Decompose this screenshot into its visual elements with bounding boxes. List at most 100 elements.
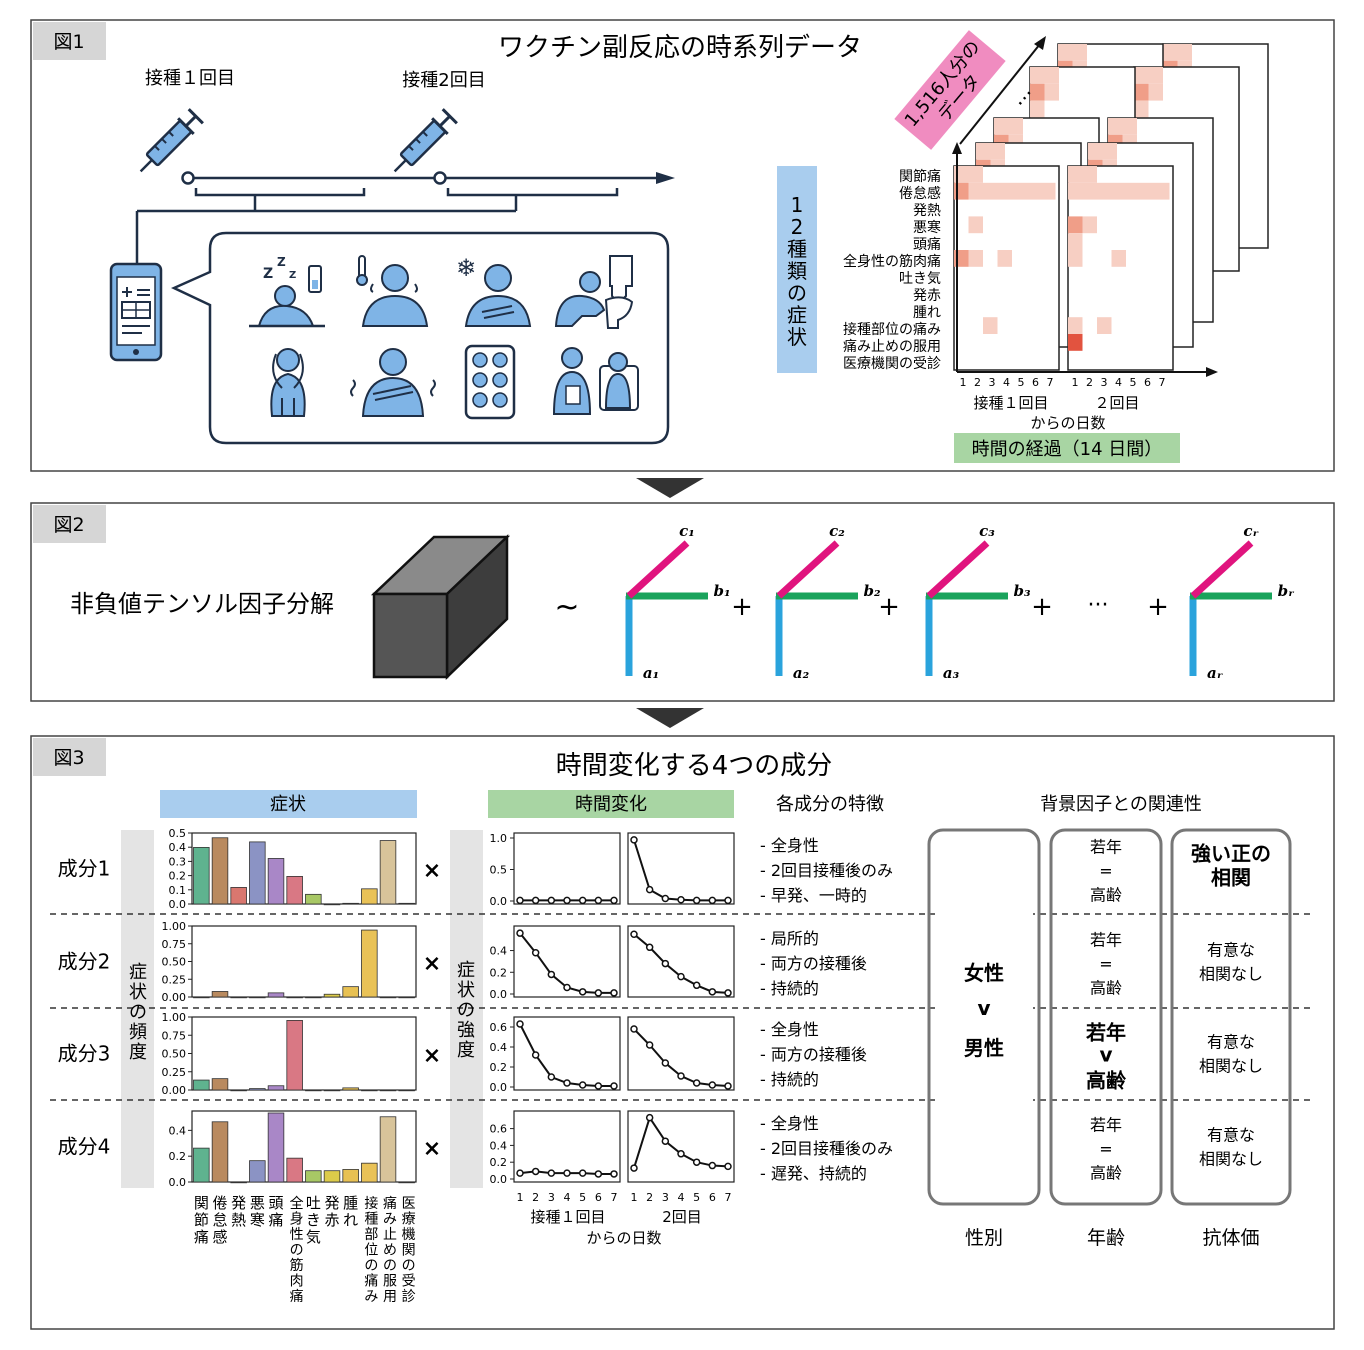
- component-feature: - 全身性: [760, 836, 819, 855]
- time-y-tick: 0.2: [490, 1061, 508, 1074]
- age-column-box: [1049, 828, 1163, 1206]
- symptom-bar-label-char: 筋: [290, 1257, 304, 1274]
- approx-symbol: ~: [554, 590, 579, 625]
- fatigue-icon: Z Z Z: [249, 255, 325, 328]
- time-series-point: [661, 1059, 670, 1067]
- time-x-label-dose1: 接種１回目: [530, 1208, 605, 1226]
- heatmap-cell: [1068, 216, 1083, 234]
- heatmap-cell: [1058, 44, 1073, 61]
- heatmap-panel-dose2-front: [1067, 165, 1174, 371]
- factor-b-label: b₁: [713, 582, 730, 600]
- time-series-point: [610, 896, 618, 905]
- factor-c-vector: [776, 540, 840, 599]
- antibody-relation: 相関なし: [1199, 1150, 1263, 1169]
- ellipsis-symbol: ···: [1088, 593, 1109, 618]
- heatmap-day-tick: 2: [974, 376, 981, 389]
- time-day-tick: 3: [548, 1191, 555, 1204]
- heatmap-cell: [1108, 118, 1123, 135]
- time-panel-frame-dose1: [513, 832, 621, 905]
- time-series-point: [516, 896, 524, 905]
- factor-c-label: c₂: [829, 522, 845, 540]
- figure-1-tag: 図1: [53, 31, 84, 53]
- dose-2-label: 接種2回目: [402, 70, 485, 91]
- antibody-relation: 有意な: [1207, 1033, 1255, 1052]
- time-x-label-days: からの日数: [586, 1229, 661, 1247]
- factor-b-label: b₃: [1013, 582, 1030, 600]
- symptom-bar: [267, 992, 285, 998]
- symptom-bar: [379, 840, 397, 905]
- heatmap-day-tick: 1: [1072, 376, 1079, 389]
- intensity-axis-label-char: の: [457, 1000, 475, 1021]
- time-series-point: [547, 1073, 556, 1081]
- heatmap-x-label-days: からの日数: [1030, 414, 1105, 432]
- factor-a-label: aᵣ: [1207, 664, 1224, 682]
- heatmap-cell: [1008, 118, 1023, 135]
- symptom-bar-label-char: 機: [402, 1227, 416, 1243]
- time-series-point: [610, 989, 618, 997]
- time-series-point: [708, 1081, 717, 1089]
- component-row: 成分4×0.40.20.00.60.40.20.0- 全身性- 2回目接種後のみ…: [58, 1110, 1263, 1189]
- heatmap-cell: [994, 118, 1009, 135]
- time-series-point: [563, 1079, 571, 1087]
- symptom-bar-label-char: 寒: [250, 1211, 265, 1229]
- body-ache-icon: [350, 348, 436, 417]
- heatmap-y-axis-arrowhead: [952, 142, 962, 154]
- intensity-axis-label-char: 症: [457, 960, 475, 981]
- age-top: 若年: [1085, 1021, 1126, 1045]
- figure-3-tag: 図3: [53, 747, 84, 769]
- component-feature: - 早発、一時的: [760, 886, 867, 905]
- time-series-point: [692, 1158, 701, 1166]
- symptom-bar: [211, 1078, 229, 1091]
- bar-y-tick: 0.4: [169, 841, 187, 854]
- components: 成分1×0.50.40.30.20.10.01.00.50.0- 全身性- 2回…: [58, 827, 1271, 1189]
- time-series-point: [677, 1150, 685, 1158]
- times-symbol: ×: [423, 859, 441, 884]
- heatmap-cell: [1102, 143, 1117, 160]
- bar-y-tick: 0.2: [169, 1150, 187, 1163]
- plus-symbol: +: [878, 592, 900, 622]
- heatmap-day-tick: 4: [1003, 376, 1010, 389]
- symptom-bar: [361, 888, 378, 905]
- time-series-point: [692, 896, 701, 905]
- heatmap-cell: [990, 143, 1005, 160]
- symptom-bar-label-char: 肉: [290, 1274, 304, 1290]
- heatmap-cell: [1068, 166, 1083, 183]
- tensor-cube: [370, 534, 511, 680]
- symptom-bar: [398, 1089, 415, 1092]
- component-feature: - 局所的: [760, 929, 819, 948]
- heatmap-x-axis-arrowhead: [1206, 367, 1218, 377]
- background-header: 背景因子との関連性: [1040, 794, 1202, 815]
- symptom-bar-label-char: 感: [212, 1228, 227, 1246]
- symptom-bar: [398, 996, 415, 999]
- time-series-point: [610, 1082, 618, 1090]
- time-y-tick: 0.4: [490, 1041, 508, 1054]
- symptom-bar: [211, 1121, 229, 1183]
- symptom-bar: [193, 1079, 210, 1091]
- time-y-tick: 0.0: [490, 1173, 508, 1186]
- time-day-tick: 1: [631, 1191, 638, 1204]
- time-day-tick: 6: [595, 1191, 602, 1204]
- symptom-bar-label-char: み: [383, 1212, 397, 1228]
- symptom-bar: [305, 893, 322, 905]
- symptom-bar-label-char: 接: [364, 1195, 378, 1212]
- figure-2-tag: 図2: [53, 514, 84, 536]
- time-y-tick: 0.4: [490, 1139, 508, 1152]
- symptom-bar: [286, 1020, 303, 1091]
- symptom-bar: [323, 993, 341, 998]
- heatmap-cell: [968, 166, 983, 183]
- time-panel-frame-dose1: [513, 1016, 621, 1091]
- bar-y-tick: 0.75: [162, 1029, 187, 1042]
- times-symbol: ×: [423, 952, 441, 977]
- age-top: 若年: [1090, 1116, 1122, 1135]
- time-panel-frame-dose2: [627, 925, 735, 998]
- time-series-point: [708, 896, 717, 905]
- symptom-bar-label-char: 服: [383, 1274, 397, 1290]
- time-series-point: [677, 895, 685, 904]
- heatmap-cell: [976, 143, 991, 160]
- plus-symbol: +: [731, 592, 753, 622]
- age-relation: =: [1099, 1140, 1112, 1159]
- bar-y-tick: 0.2: [169, 870, 187, 883]
- symptom-bar: [323, 1089, 341, 1092]
- bar-y-tick: 1.00: [162, 1011, 187, 1024]
- factor-b-label: b₂: [863, 582, 880, 600]
